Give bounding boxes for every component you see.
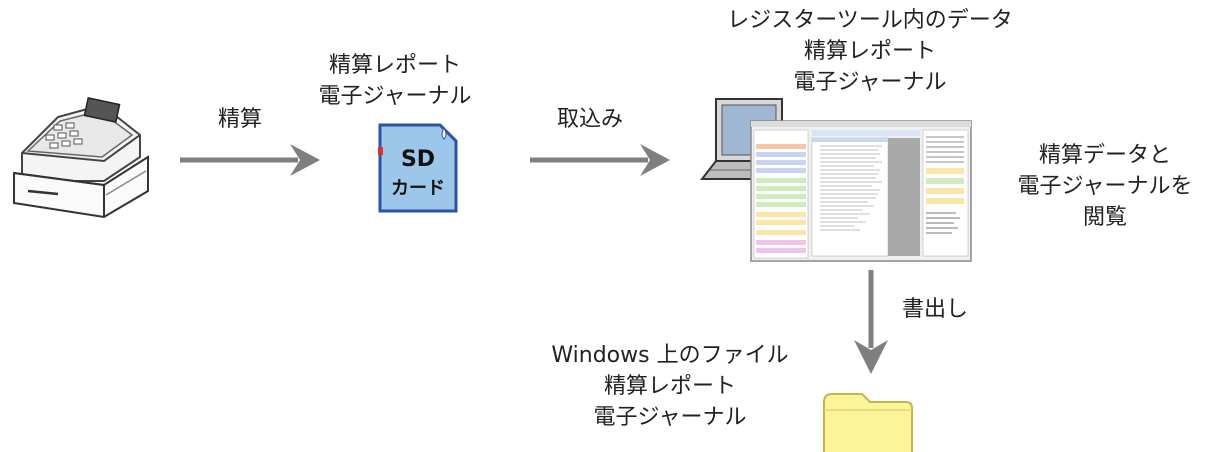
arrow-1 <box>180 144 320 176</box>
tool-caption-line1: レジスターツール内のデータ <box>727 8 1013 33</box>
sd-card-caption: 精算レポート 電子ジャーナル <box>310 50 480 112</box>
tool-caption-line2: 精算レポート <box>803 39 936 64</box>
arrow-label-kakidashi: 書出し <box>901 297 968 322</box>
windows-files-caption: Windows 上のファイル 精算レポート 電子ジャーナル <box>520 340 820 433</box>
windows-caption-line3: 電子ジャーナル <box>593 405 747 430</box>
view-line3: 閲覧 <box>1082 205 1127 230</box>
register-tool-caption: レジスターツール内のデータ 精算レポート 電子ジャーナル <box>700 5 1040 98</box>
view-line1: 精算データと <box>1038 143 1171 168</box>
sd-caption-line2: 電子ジャーナル <box>318 84 472 109</box>
arrow-label-seisan: 精算 <box>217 107 262 132</box>
arrow-3 <box>854 270 888 374</box>
view-line2: 電子ジャーナルを <box>1017 174 1193 199</box>
windows-caption-line2: 精算レポート <box>603 374 736 399</box>
sd-card-icon: SD カード <box>378 123 458 213</box>
sd-card-text-line2: カード <box>391 178 445 199</box>
arrow-2 <box>530 144 670 176</box>
arrow-label-torikomi: 取込み <box>556 107 623 132</box>
windows-caption-line1: Windows 上のファイル <box>551 343 789 368</box>
view-description: 精算データと 電子ジャーナルを 閲覧 <box>1000 140 1210 233</box>
tool-caption-line3: 電子ジャーナル <box>793 70 947 95</box>
cash-register-icon <box>13 96 149 219</box>
folder-icon <box>823 393 913 452</box>
sd-caption-line1: 精算レポート <box>328 53 461 78</box>
app-window-icon <box>750 120 972 262</box>
sd-card-text-line1: SD <box>400 147 436 172</box>
